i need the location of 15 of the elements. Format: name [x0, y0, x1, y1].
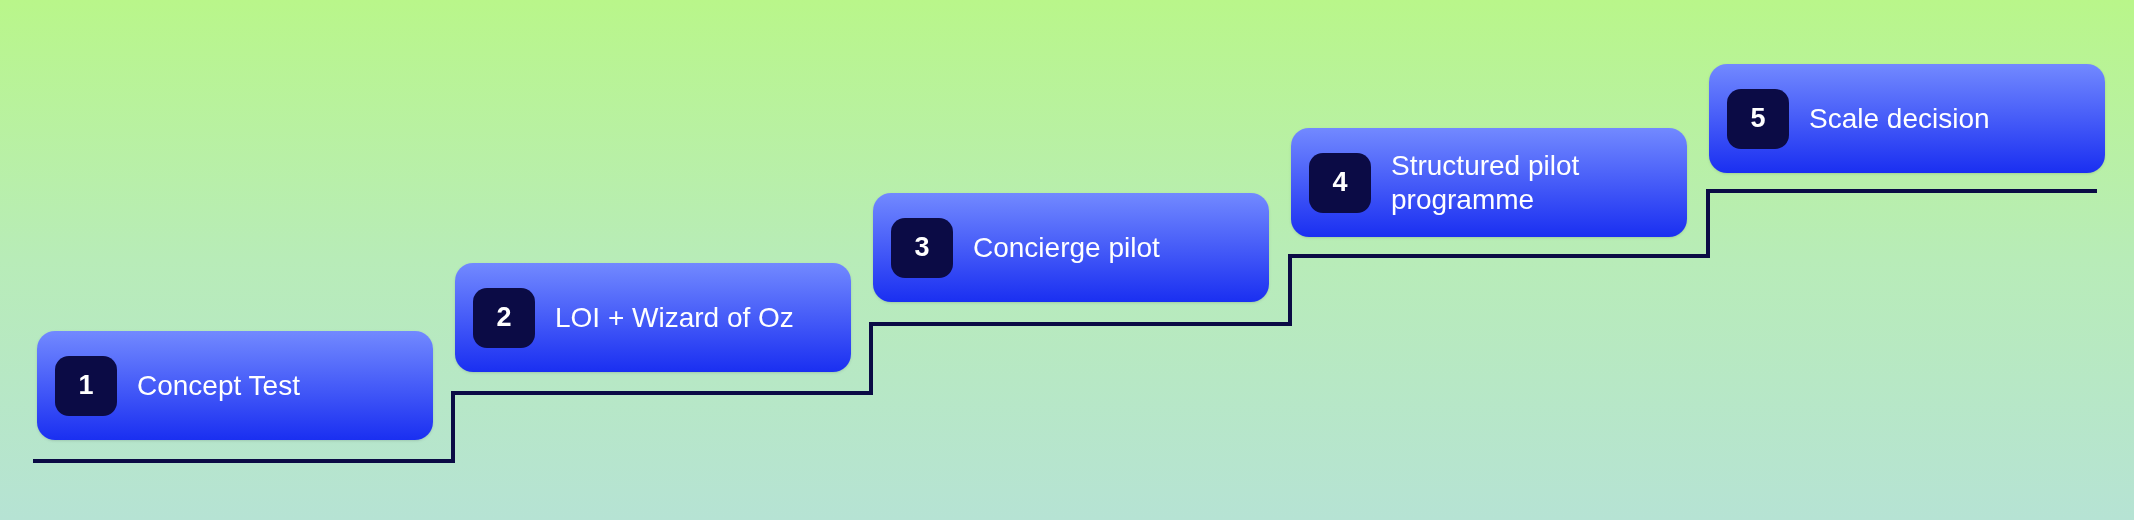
step-label: Concept Test — [137, 368, 300, 403]
step-box — [37, 331, 433, 440]
step-label: Concierge pilot — [973, 230, 1160, 265]
step-number: 1 — [55, 355, 117, 416]
step-number: 3 — [891, 217, 953, 278]
step-label: LOI + Wizard of Oz — [555, 300, 794, 335]
step-number: 2 — [473, 287, 535, 348]
step-box — [1709, 64, 2105, 173]
step-box — [1291, 128, 1687, 237]
step-label: Structured pilot programme — [1391, 148, 1581, 217]
step-box — [873, 193, 1269, 302]
step-box — [455, 263, 851, 372]
step-label: Scale decision — [1809, 101, 1990, 136]
step-number: 4 — [1309, 152, 1371, 213]
step-number: 5 — [1727, 88, 1789, 149]
